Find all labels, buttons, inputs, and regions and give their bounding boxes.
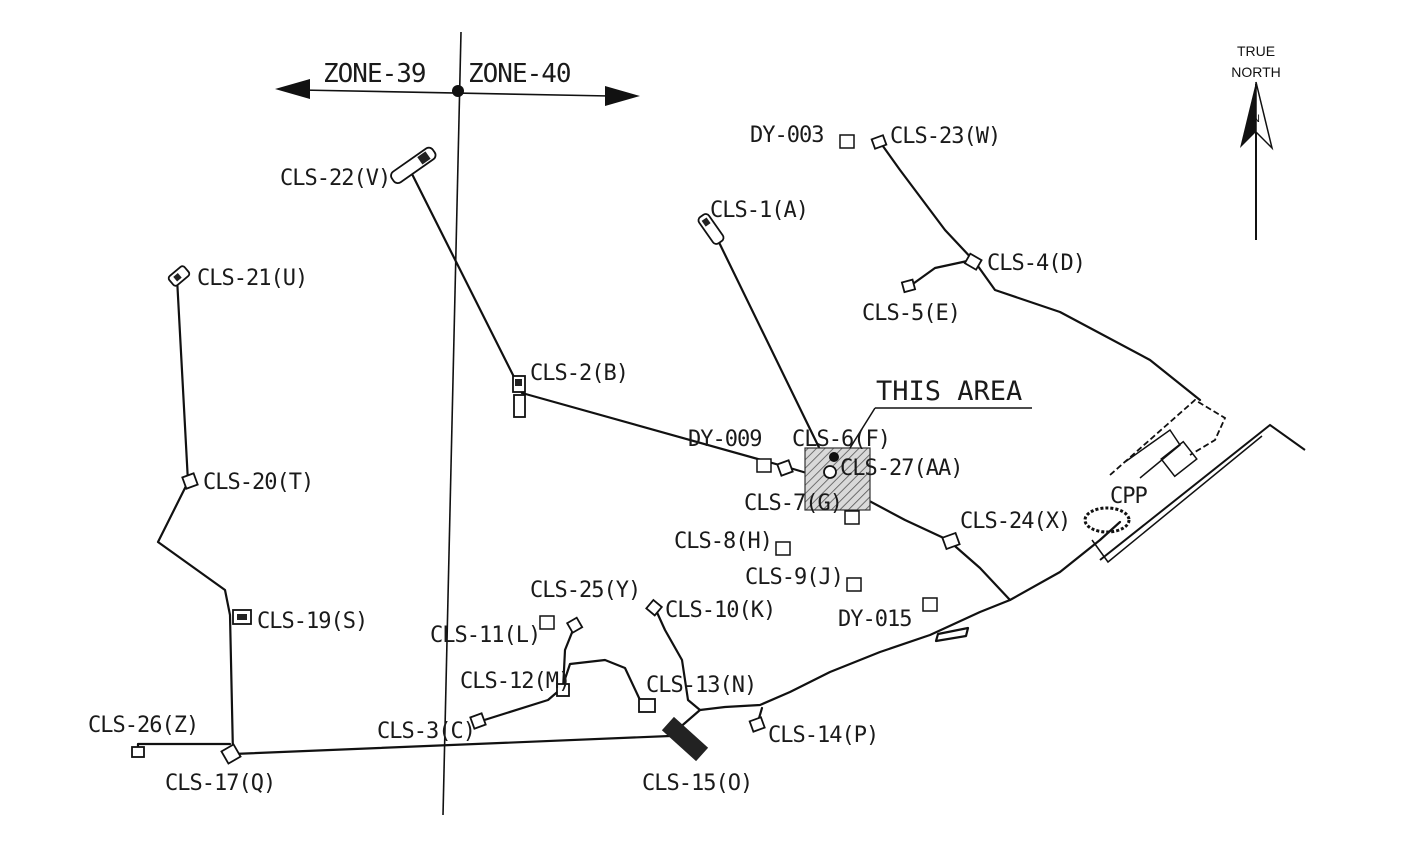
cpp-facility: CPP [1083, 398, 1306, 564]
label-dy-003: DY-003 [750, 123, 823, 148]
label-cls-19: CLS-19(S) [257, 609, 367, 634]
north-letter: N [1252, 113, 1260, 125]
label-cls-12: CLS-12(M) [460, 669, 570, 694]
well-pad-cls-24 [941, 531, 961, 551]
well-pad-cls-25 [645, 598, 664, 617]
north-label-line1: TRUE [1237, 43, 1275, 59]
well-pad-cls-20 [181, 472, 199, 490]
well-symbols [131, 134, 983, 765]
well-pad-cls-1 [697, 213, 725, 245]
well-pad-cls-6 [829, 452, 839, 462]
label-cls-11: CLS-11(L) [430, 623, 540, 648]
label-cls-3: CLS-3(C) [377, 719, 475, 744]
well-pad-cls-13 [638, 698, 656, 713]
marker-cls-11-square [539, 615, 555, 630]
well-pad-cls-22 [390, 146, 437, 185]
label-cls-1: CLS-1(A) [710, 198, 808, 223]
well-pad-cls-17 [220, 743, 242, 765]
well-pad-cls-15 [661, 716, 709, 762]
well-pad-cls-3 [469, 712, 487, 730]
label-dy-009: DY-009 [688, 427, 761, 452]
cpp-label: CPP [1110, 484, 1147, 509]
north-label-line2: NORTH [1231, 64, 1281, 80]
zone-boundary: ZONE-39 ZONE-40 [275, 31, 640, 816]
label-cls-5: CLS-5(E) [862, 301, 960, 326]
well-pad-cls-2 [512, 375, 526, 418]
well-pad-cls-11 [565, 616, 584, 634]
well-pad-cls-5 [900, 278, 917, 294]
marker-dy-003 [839, 134, 855, 149]
label-cls-2: CLS-2(B) [530, 361, 628, 386]
label-cls-6: CLS-6(F) [792, 427, 890, 452]
label-cls-7: CLS-7(G) [744, 491, 842, 516]
label-cls-27: CLS-27(AA) [840, 456, 962, 481]
north-arrow-icon: TRUE NORTH N [1231, 43, 1281, 240]
marker-cls-8 [775, 541, 791, 556]
well-pad-cls-23 [870, 134, 888, 150]
label-cls-13: CLS-13(N) [646, 673, 756, 698]
label-cls-15: CLS-15(O) [642, 771, 752, 796]
this-area-highlight: THIS AREA [804, 376, 1032, 511]
label-cls-26: CLS-26(Z) [88, 713, 198, 738]
marker-dy-009 [756, 458, 772, 473]
label-cls-17: CLS-17(Q) [165, 771, 275, 796]
well-labels: CLS-1(A) CLS-2(B) CLS-3(C) CLS-4(D) CLS-… [88, 123, 1086, 796]
label-cls-24: CLS-24(X) [960, 509, 1070, 534]
this-area-label: THIS AREA [876, 376, 1022, 407]
label-cls-14: CLS-14(P) [768, 723, 878, 748]
label-cls-10: CLS-10(K) [665, 598, 775, 623]
label-cls-9: CLS-9(J) [745, 565, 843, 590]
label-cls-23: CLS-23(W) [890, 124, 1000, 149]
label-cls-21: CLS-21(U) [197, 266, 307, 291]
well-pad-cls-26 [131, 746, 145, 758]
label-cls-8: CLS-8(H) [674, 529, 772, 554]
label-cls-20: CLS-20(T) [203, 470, 313, 495]
marker-cls-9 [846, 577, 862, 592]
marker-cls-7-square [844, 510, 860, 525]
zone-40-label: ZONE-40 [468, 59, 571, 89]
label-dy-015: DY-015 [838, 607, 911, 632]
well-pad-cls-12 [556, 683, 570, 697]
well-pad-cls-7 [776, 459, 794, 477]
marker-dy-015 [922, 597, 938, 612]
well-pad-cls-14 [748, 716, 766, 733]
label-cls-22: CLS-22(V) [280, 166, 390, 191]
label-cls-25: CLS-25(Y) [530, 578, 640, 603]
label-cls-4: CLS-4(D) [987, 251, 1085, 276]
well-pad-cls-21 [167, 265, 191, 287]
well-pad-cls-19 [232, 609, 252, 625]
zone-39-label: ZONE-39 [323, 59, 426, 89]
well-pad-cls-27 [823, 465, 837, 479]
well-pad-cls-4 [963, 252, 983, 271]
pipeline-network [136, 140, 1202, 756]
